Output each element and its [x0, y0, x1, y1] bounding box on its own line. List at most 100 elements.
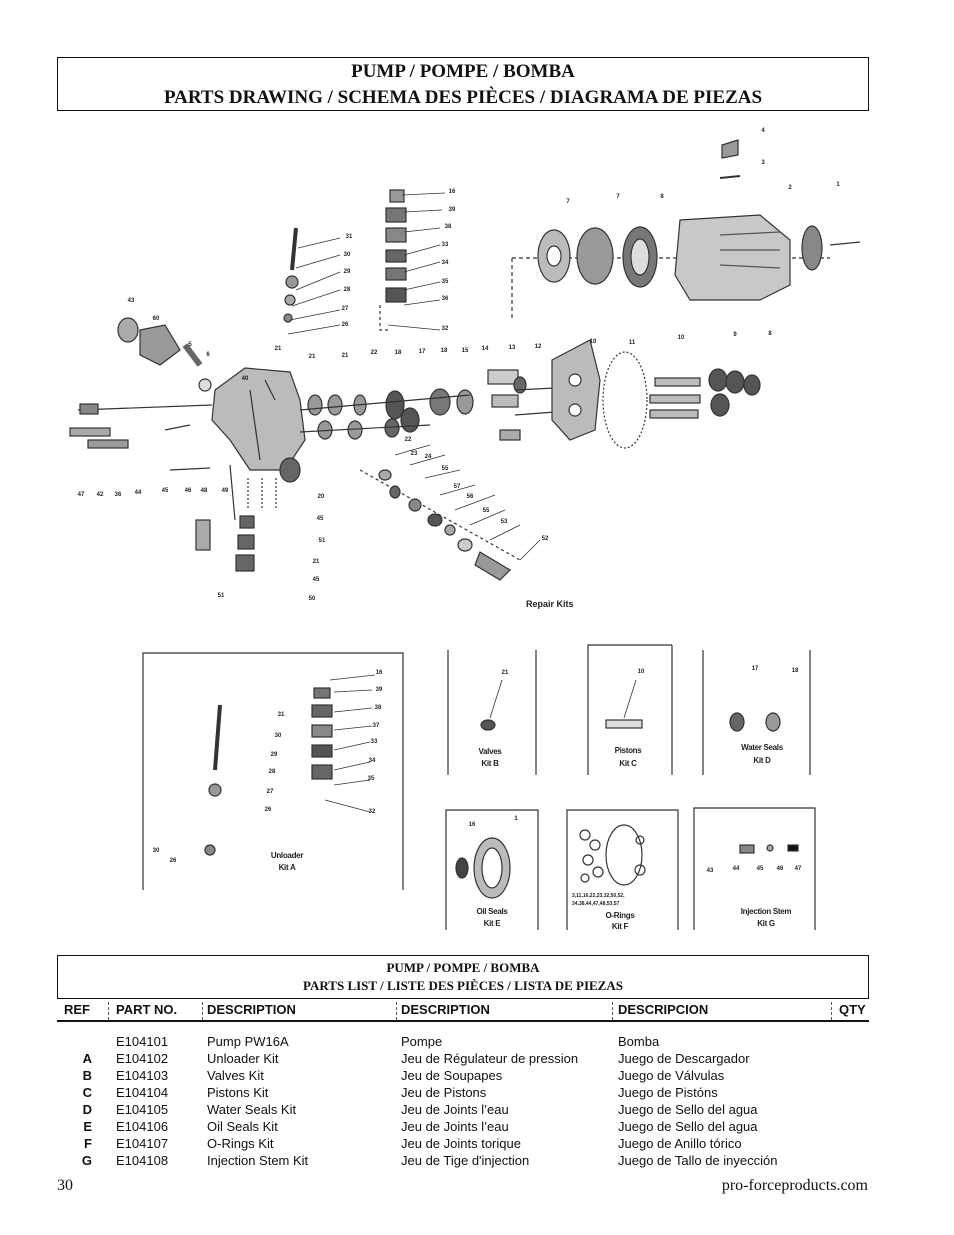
col-qty: QTY — [839, 1002, 866, 1017]
svg-text:28: 28 — [269, 769, 276, 775]
kit-c-label-2: Kit C — [619, 759, 637, 768]
svg-text:33: 33 — [442, 242, 449, 248]
svg-text:45: 45 — [757, 866, 764, 872]
svg-text:42: 42 — [97, 492, 104, 498]
svg-text:49: 49 — [222, 488, 229, 494]
svg-text:18: 18 — [441, 348, 448, 354]
kit-f-parts-1: 3,11,16,22,23,32,50,52, — [572, 893, 625, 899]
svg-text:47: 47 — [795, 866, 802, 872]
svg-text:50: 50 — [309, 596, 316, 602]
svg-text:16: 16 — [449, 189, 456, 195]
description-fr-cell: Jeu de Joints l’eau — [401, 1119, 509, 1134]
svg-text:55: 55 — [483, 508, 490, 514]
svg-text:51: 51 — [319, 538, 326, 544]
part-no-cell: E104105 — [116, 1102, 169, 1117]
svg-text:21: 21 — [309, 354, 316, 360]
kit-d-label-1: Water Seals — [741, 743, 784, 752]
svg-text:46: 46 — [777, 866, 784, 872]
description-fr-cell: Jeu de Régulateur de pression — [401, 1051, 579, 1066]
descripcion-es-cell: Juego de Sello del agua — [618, 1102, 758, 1117]
part-no-cell: E104103 — [116, 1068, 169, 1083]
svg-text:30: 30 — [153, 848, 160, 854]
svg-text:21: 21 — [502, 670, 509, 676]
kit-a-label-1: Unloader — [271, 851, 303, 860]
kit-b-label-2: Kit B — [481, 759, 499, 768]
col-description-fr: DESCRIPTION — [401, 1002, 490, 1017]
svg-text:9: 9 — [733, 332, 737, 338]
svg-text:34: 34 — [369, 758, 376, 764]
svg-text:28: 28 — [344, 287, 351, 293]
repair-kits-label: Repair Kits — [526, 599, 574, 609]
svg-text:16: 16 — [376, 670, 383, 676]
svg-text:2: 2 — [788, 185, 792, 191]
description-en-cell: Water Seals Kit — [207, 1102, 297, 1117]
svg-text:30: 30 — [344, 252, 351, 258]
svg-text:21: 21 — [313, 559, 320, 565]
description-en-cell: Unloader Kit — [207, 1051, 279, 1066]
svg-text:32: 32 — [442, 326, 449, 332]
svg-text:38: 38 — [375, 705, 382, 711]
svg-text:53: 53 — [501, 519, 508, 525]
svg-text:36: 36 — [115, 492, 122, 498]
svg-text:43: 43 — [707, 868, 714, 874]
svg-text:40: 40 — [242, 376, 249, 382]
svg-text:39: 39 — [376, 687, 383, 693]
svg-text:45: 45 — [313, 577, 320, 583]
svg-text:32: 32 — [369, 809, 376, 815]
kit-g-label-2: Kit G — [757, 919, 775, 928]
svg-text:17: 17 — [752, 666, 759, 672]
part-no-cell: E104104 — [116, 1085, 169, 1100]
svg-text:23: 23 — [411, 451, 418, 457]
svg-text:37: 37 — [373, 723, 380, 729]
kit-f-parts-2: 34,38,44,47,48,53,57 — [572, 901, 619, 907]
svg-text:12: 12 — [535, 344, 542, 350]
svg-text:10: 10 — [638, 669, 645, 675]
svg-text:51: 51 — [218, 593, 225, 599]
ref: D — [82, 1102, 92, 1117]
svg-text:6: 6 — [206, 352, 210, 358]
parts-list-title-2: PARTS LIST / LISTE DES PIÈCES / LISTA DE… — [303, 978, 623, 993]
description-en-cell: O-Rings Kit — [207, 1136, 274, 1151]
svg-text:18: 18 — [395, 350, 402, 356]
ref: E — [83, 1119, 92, 1134]
ref: G — [81, 1153, 92, 1168]
svg-text:8: 8 — [768, 331, 772, 337]
svg-text:33: 33 — [371, 739, 378, 745]
svg-text:11: 11 — [629, 340, 636, 346]
svg-text:26: 26 — [170, 858, 177, 864]
svg-text:26: 26 — [265, 807, 272, 813]
svg-text:18: 18 — [792, 668, 799, 674]
svg-text:31: 31 — [278, 712, 285, 718]
description-en-cell: Pistons Kit — [207, 1085, 269, 1100]
description-en-cell: Injection Stem Kit — [207, 1153, 309, 1168]
parts-table-header: REF PART NO. DESCRIPTION DESCRIPTION DES… — [57, 1000, 869, 1022]
svg-text:38: 38 — [445, 224, 452, 230]
ref: C — [82, 1085, 92, 1100]
svg-text:14: 14 — [482, 346, 489, 352]
svg-text:44: 44 — [733, 866, 740, 872]
svg-text:45: 45 — [162, 488, 169, 494]
svg-text:55: 55 — [442, 466, 449, 472]
svg-text:17: 17 — [419, 349, 426, 355]
svg-text:3: 3 — [761, 160, 765, 166]
part-no-cell: E104108 — [116, 1153, 169, 1168]
ref: A — [82, 1051, 92, 1066]
descripcion-es-cell: Bomba — [618, 1034, 660, 1049]
svg-text:24: 24 — [425, 454, 432, 460]
svg-text:21: 21 — [275, 346, 282, 352]
description-fr-cell: Jeu de Soupapes — [401, 1068, 503, 1083]
parts-list-title-box: PUMP / POMPE / BOMBA PARTS LIST / LISTE … — [57, 955, 869, 999]
svg-text:10: 10 — [678, 335, 685, 341]
page-number: 30 — [57, 1177, 73, 1194]
kit-e-label-2: Kit E — [484, 919, 502, 928]
svg-text:60: 60 — [153, 316, 160, 322]
kit-a-label-2: Kit A — [279, 863, 296, 872]
col-part-no: PART NO. — [116, 1002, 178, 1017]
part-no-cell: E104107 — [116, 1136, 169, 1151]
svg-text:48: 48 — [201, 488, 208, 494]
